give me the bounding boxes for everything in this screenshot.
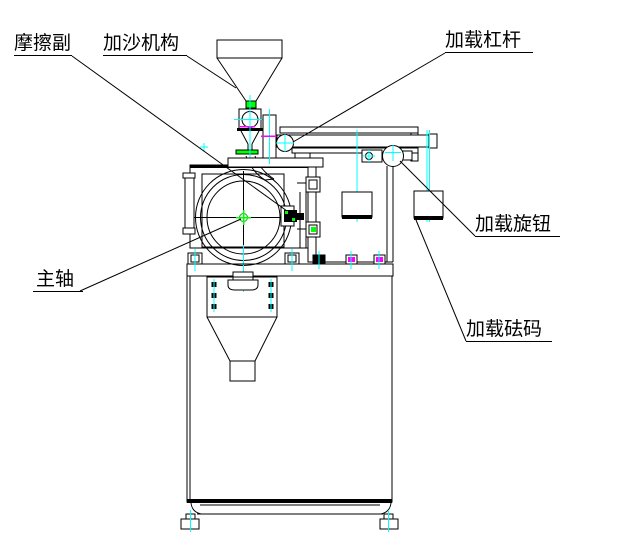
label-main-shaft: 主轴 [33,268,83,292]
label-loading-knob: 加载旋钮 [475,213,560,237]
holddown-clamp-right [284,249,300,271]
chamber-door-hinge [182,172,196,235]
label-friction-pair: 摩擦副 [14,33,72,56]
spindle-center-mark [236,210,251,225]
hopper-top [216,39,283,59]
hopper-gate [245,100,257,109]
leader-lines [71,52,476,342]
leader-friction-pair [71,55,288,212]
cabinet [186,275,393,503]
rail-clamp-1 [345,251,358,269]
label-sand-feeder: 加沙机构 [103,32,187,56]
gearbox-plate [206,276,278,318]
column-clamp-upper [305,176,321,193]
leader-loading-weight [415,219,467,342]
lever-end-cap [428,133,438,149]
spindle-neck [227,271,259,291]
gearbox-bolts [211,279,274,312]
frame-base-plate [227,157,324,168]
sand-hopper [216,39,283,109]
foot-left [180,510,200,532]
collection-funnel [206,316,278,382]
left-weight [341,191,373,219]
leader-main-shaft [79,218,242,292]
right-weight [413,190,444,220]
funnel-spout [229,360,256,382]
label-loading-weight: 加载砝码 [466,318,552,342]
pivot-bearing [276,134,294,152]
lever-top-bar [279,126,419,134]
foot-right [379,510,399,532]
leader-loading-knob [399,160,476,237]
loading-knob [361,145,404,167]
leader-sand-feeder [186,55,237,89]
leader-loading-lever [292,52,446,143]
valve-slide [235,149,259,155]
holddown-clamp-left [187,249,203,271]
rail-clamp-2 [373,251,386,269]
base-rail [190,502,392,515]
column-foot-clamp [312,251,326,269]
sand-valve [200,95,266,160]
label-loading-lever: 加载杠杆 [445,29,533,53]
